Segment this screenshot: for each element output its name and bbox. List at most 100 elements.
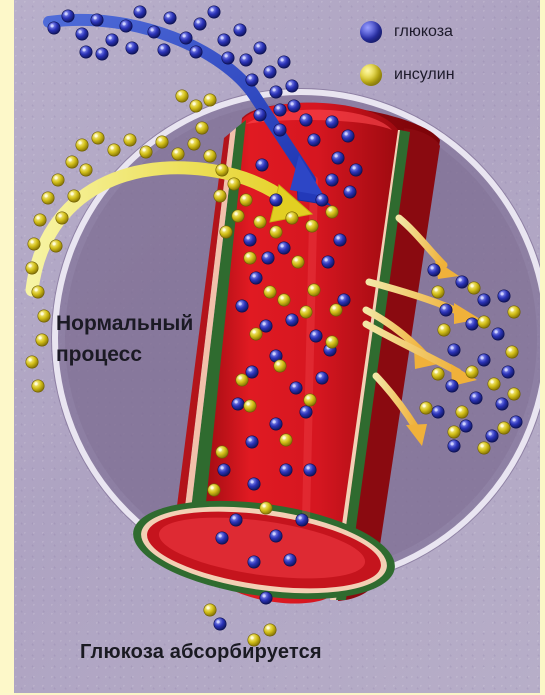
glucose-molecule [332, 152, 344, 164]
insulin-molecule [50, 240, 62, 252]
glucose-molecule [254, 109, 266, 121]
glucose-molecule [48, 22, 60, 34]
insulin-molecule [216, 164, 228, 176]
glucose-molecule [91, 14, 103, 26]
glucose-molecule [106, 34, 118, 46]
insulin-molecule [308, 284, 320, 296]
glucose-molecule [134, 6, 146, 18]
insulin-molecule [306, 220, 318, 232]
process-label-line1: Нормальный [56, 308, 246, 339]
insulin-molecule [300, 306, 312, 318]
insulin-molecule [232, 210, 244, 222]
insulin-molecule [508, 388, 520, 400]
glucose-molecule [120, 20, 132, 32]
insulin-molecule [456, 406, 468, 418]
glucose-molecule [232, 398, 244, 410]
glucose-molecule [280, 464, 292, 476]
glucose-molecule [316, 194, 328, 206]
glucose-molecule [498, 290, 510, 302]
insulin-molecule [478, 316, 490, 328]
glucose-molecule [126, 42, 138, 54]
glucose-molecule [440, 304, 452, 316]
insulin-molecule [250, 328, 262, 340]
insulin-molecule [432, 368, 444, 380]
insulin-molecule [254, 216, 266, 228]
legend: глюкоза инсулин [360, 18, 535, 104]
glucose-molecule [260, 592, 272, 604]
insulin-molecule [52, 174, 64, 186]
insulin-molecule [214, 190, 226, 202]
glucose-molecule [470, 392, 482, 404]
glucose-molecule [190, 46, 202, 58]
insulin-molecule [478, 442, 490, 454]
insulin-molecule [488, 378, 500, 390]
insulin-molecule [68, 190, 80, 202]
footer-caption: Глюкоза абсорбируется [80, 641, 500, 664]
diagram-frame: глюкоза инсулин Нормальный процесс Глюко… [14, 0, 540, 693]
glucose-molecule [350, 164, 362, 176]
glucose-molecule [296, 514, 308, 526]
glucose-molecule [256, 159, 268, 171]
glucose-molecule [290, 382, 302, 394]
insulin-molecule [216, 446, 228, 458]
glucose-molecule [80, 46, 92, 58]
glucose-molecule [486, 430, 498, 442]
insulin-molecule [468, 282, 480, 294]
glucose-molecule [326, 174, 338, 186]
insulin-molecule [506, 346, 518, 358]
insulin-molecule-icon [360, 64, 382, 86]
glucose-molecule [432, 406, 444, 418]
glucose-molecule [460, 420, 472, 432]
glucose-molecule [246, 366, 258, 378]
insulin-molecule [264, 286, 276, 298]
glucose-molecule [248, 478, 260, 490]
insulin-molecule [270, 226, 282, 238]
glucose-molecule [326, 116, 338, 128]
insulin-molecule [32, 286, 44, 298]
glucose-molecule [300, 114, 312, 126]
glucose-molecule [62, 10, 74, 22]
glucose-molecule [234, 24, 246, 36]
glucose-molecule [222, 52, 234, 64]
insulin-molecule [26, 262, 38, 274]
insulin-molecule [80, 164, 92, 176]
glucose-molecule [254, 42, 266, 54]
glucose-molecule [278, 56, 290, 68]
insulin-molecule [432, 286, 444, 298]
glucose-molecule [316, 372, 328, 384]
insulin-molecule [220, 226, 232, 238]
glucose-molecule [456, 276, 468, 288]
glucose-molecule [286, 314, 298, 326]
glucose-molecule [214, 618, 226, 630]
glucose-molecule [478, 354, 490, 366]
insulin-molecule [204, 94, 216, 106]
insulin-molecule [108, 144, 120, 156]
glucose-molecule [492, 328, 504, 340]
glucose-molecule [322, 256, 334, 268]
glucose-molecule-icon [360, 21, 382, 43]
insulin-molecule [172, 148, 184, 160]
glucose-molecule [246, 74, 258, 86]
glucose-molecule [216, 532, 228, 544]
insulin-molecule [280, 434, 292, 446]
glucose-molecule [270, 86, 282, 98]
glucose-molecule [260, 320, 272, 332]
insulin-molecule [156, 136, 168, 148]
insulin-molecule [28, 238, 40, 250]
insulin-molecule [42, 192, 54, 204]
insulin-molecule [420, 402, 432, 414]
insulin-molecule [292, 256, 304, 268]
glucose-molecule [240, 54, 252, 66]
insulin-molecule [124, 134, 136, 146]
insulin-molecule [274, 360, 286, 372]
insulin-molecule [236, 374, 248, 386]
glucose-molecule [478, 294, 490, 306]
glucose-molecule [76, 28, 88, 40]
insulin-molecule [326, 206, 338, 218]
glucose-molecule [284, 554, 296, 566]
glucose-molecule [448, 344, 460, 356]
glucose-molecule [96, 48, 108, 60]
insulin-molecule [34, 214, 46, 226]
insulin-molecule [36, 334, 48, 346]
glucose-molecule [158, 44, 170, 56]
